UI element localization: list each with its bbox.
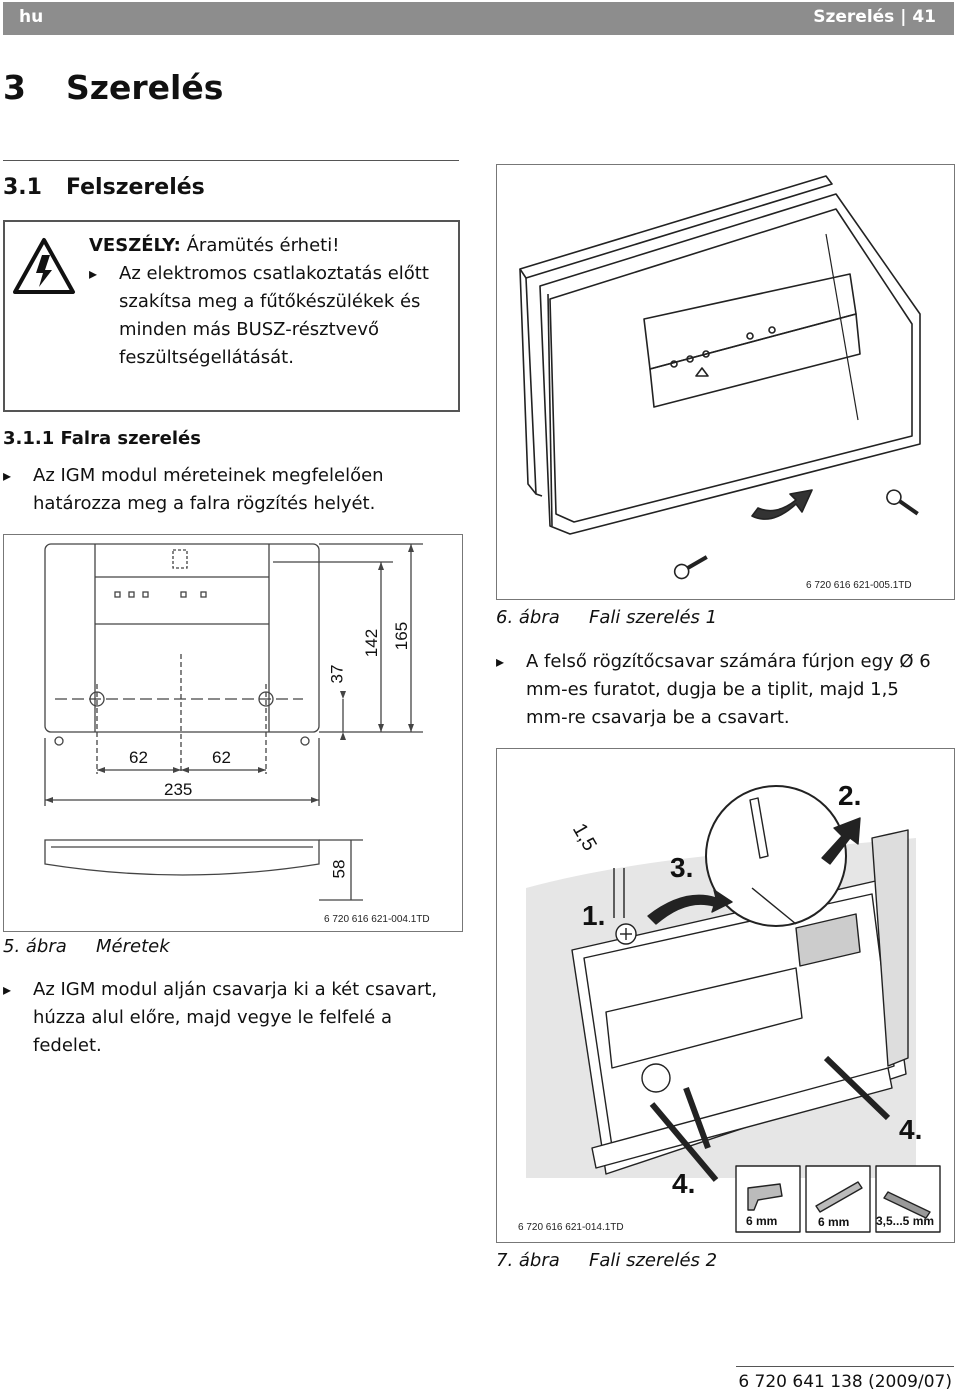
- tool-screw-size: 3,5...5 mm: [876, 1214, 935, 1228]
- footer-divider: [736, 1366, 954, 1367]
- step-remove-cover: Az IGM modul alján csavarja ki a két csa…: [3, 976, 453, 1060]
- figure-7-frame: [496, 748, 955, 1243]
- tool-drill-size: 6 mm: [746, 1214, 778, 1228]
- fig7-step-1: 1.: [582, 900, 606, 931]
- figure-7-device-drawing: [526, 785, 941, 1233]
- section-divider: [3, 160, 459, 161]
- dim-58: 58: [329, 859, 349, 879]
- fig7-step-4-bottom: 4.: [672, 1168, 696, 1199]
- warning-text: VESZÉLY: Áramütés érheti! Az elektromos …: [89, 232, 449, 372]
- electric-hazard-icon: [13, 238, 75, 294]
- figure-5-label: 5. ábra: [3, 936, 67, 957]
- figure-6-label: 6. ábra: [496, 607, 560, 628]
- chapter-number: 3: [3, 68, 26, 107]
- dim-62-left: 62: [129, 748, 148, 767]
- dim-142: 142: [362, 628, 382, 658]
- figure-7-title: Fali szerelés 2: [589, 1250, 718, 1271]
- warning-label: VESZÉLY:: [89, 235, 181, 256]
- figure-5-dimensions-drawing: [44, 543, 423, 901]
- figure-5-code: 6 720 616 621-004.1TD: [324, 914, 430, 925]
- dim-235: 235: [164, 780, 193, 799]
- dim-37: 37: [327, 664, 347, 684]
- fig7-step-2: 2.: [838, 780, 862, 811]
- figure-6-code: 6 720 616 621-005.1TD: [806, 580, 912, 591]
- step-determine-location: Az IGM modul méreteinek megfelelően hatá…: [3, 462, 443, 518]
- dim-165: 165: [392, 621, 412, 651]
- dim-62-right: 62: [212, 748, 231, 767]
- page-header-bar: [3, 2, 954, 35]
- section-number: 3.1: [3, 175, 42, 200]
- warning-message: Áramütés érheti!: [186, 235, 340, 256]
- figure-6-frame: [496, 164, 955, 600]
- fig7-step-4-right: 4.: [899, 1114, 923, 1145]
- header-page-title: Szerelés | 41: [813, 7, 936, 27]
- footer-doc-code: 6 720 641 138 (2009/07): [738, 1372, 952, 1392]
- section-title: Felszerelés: [66, 175, 205, 200]
- figure-7-code: 6 720 616 621-014.1TD: [518, 1222, 624, 1233]
- step-drill-hole: A felső rögzítőcsavar számára fúrjon egy…: [496, 648, 936, 732]
- figure-5-title: Méretek: [96, 936, 170, 957]
- subsection-title: 3.1.1 Falra szerelés: [3, 428, 201, 449]
- figure-6-title: Fali szerelés 1: [589, 607, 718, 628]
- tool-dowel-size: 6 mm: [818, 1215, 850, 1229]
- chapter-title: Szerelés: [66, 68, 224, 107]
- figure-6-device-drawing: [519, 175, 921, 580]
- figure-7-label: 7. ábra: [496, 1250, 560, 1271]
- figure-5-frame: [3, 534, 463, 932]
- danger-warning-box: VESZÉLY: Áramütés érheti! Az elektromos …: [3, 220, 460, 412]
- header-language: hu: [19, 7, 44, 27]
- warning-bullet: Az elektromos csatlakoztatás előtt szakí…: [89, 260, 449, 372]
- fig7-step-3: 3.: [670, 852, 694, 883]
